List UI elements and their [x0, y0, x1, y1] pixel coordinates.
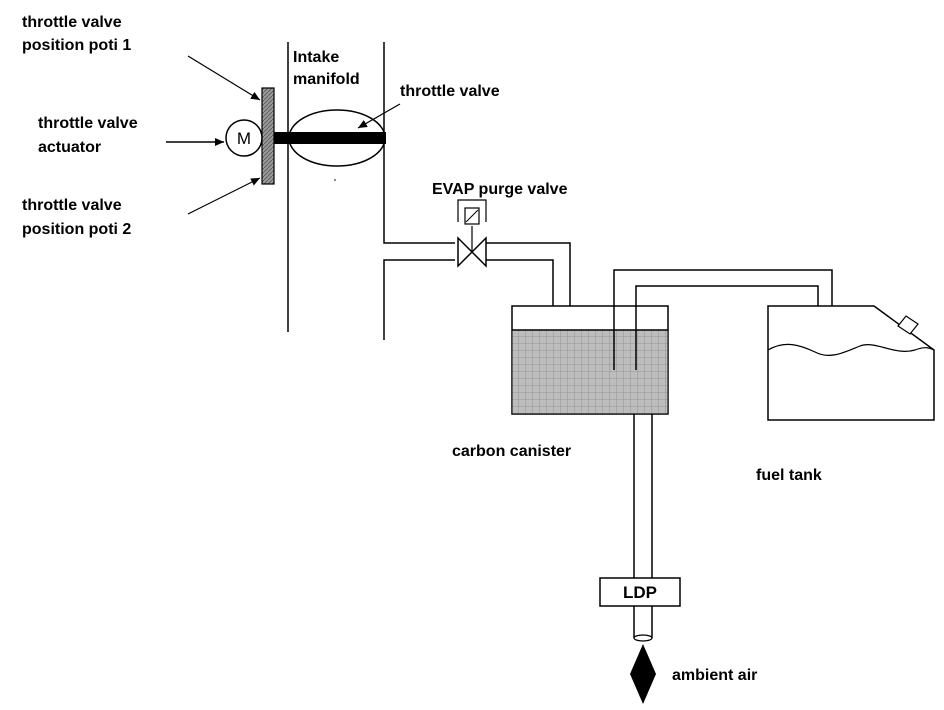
intake-manifold — [287, 42, 455, 340]
poti1-label-line2: position poti 1 — [22, 37, 131, 54]
carbon-canister-label: carbon canister — [452, 443, 571, 460]
evap-purge-valve-label: EVAP purge valve — [432, 181, 568, 198]
ambient-pipe — [633, 606, 653, 638]
fuel-tank-label: fuel tank — [756, 467, 822, 484]
arrow-throttle-valve — [357, 103, 401, 129]
poti1-label-line1: throttle valve — [22, 14, 122, 31]
poti2-label-line2: position poti 2 — [22, 221, 131, 238]
poti2-label-line1: throttle valve — [22, 197, 122, 214]
arrow-poti2 — [187, 177, 261, 215]
purge-to-canister-pipe — [486, 242, 571, 306]
ambient-air-icon — [630, 644, 656, 704]
arrow-poti1 — [187, 55, 261, 101]
fuel-tank — [767, 305, 935, 421]
motor-icon: M — [225, 119, 263, 157]
carbon-canister — [511, 305, 669, 415]
evap-purge-valve-icon — [457, 199, 487, 268]
actuator-label-line2: actuator — [38, 139, 101, 156]
intake-label-line2: manifold — [293, 71, 360, 88]
canister-to-ldp-pipe — [633, 414, 653, 578]
ldp-box — [599, 577, 681, 607]
actuator-label-line1: throttle valve — [38, 115, 138, 132]
intake-label-line1: Intake — [293, 49, 339, 66]
tank-vent-pipe — [613, 269, 833, 370]
motor-label: M — [237, 129, 251, 148]
ambient-air-label: ambient air — [672, 667, 757, 684]
position-poti-bar — [261, 87, 275, 185]
ldp-label: LDP — [623, 583, 657, 602]
throttle-valve-label: throttle valve — [400, 83, 500, 100]
throttle-valve — [264, 109, 386, 181]
